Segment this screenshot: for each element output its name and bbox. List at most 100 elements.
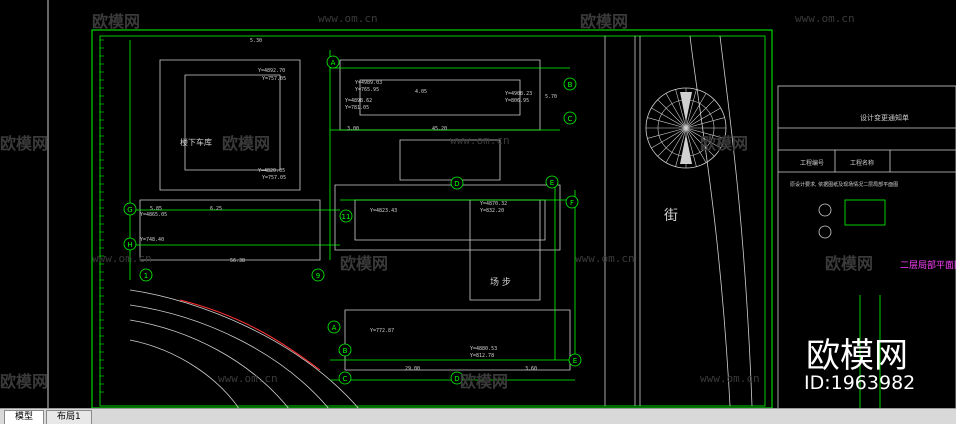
street-label: 街 — [664, 208, 678, 224]
rose-spoke — [657, 99, 687, 129]
dimension-text: 4.05 — [415, 89, 427, 95]
coordinate-annotations: Y=4892.70Y=757.05 Y=4989.03Y=765.95Y=4898… — [140, 68, 532, 359]
grid-axis-label: F — [570, 199, 574, 207]
north-arrow-rose — [645, 87, 727, 169]
rose-spoke — [675, 127, 687, 167]
rose-spoke — [685, 127, 721, 149]
grid-axis-circle — [563, 77, 577, 91]
grid-axis-label: 9 — [316, 272, 320, 280]
panel-title: 设计变更通知单 — [860, 113, 909, 122]
grid-axis-circle — [450, 371, 464, 385]
grid-axis-label: B — [343, 347, 348, 355]
coordinate-text: Y=4823.43 — [370, 208, 397, 214]
watermark-url: www.om.cn — [218, 372, 278, 385]
watermark-url: www.om.cn — [92, 252, 152, 265]
rose-spoke — [665, 127, 687, 163]
watermark-brand: 欧模网 — [0, 372, 49, 391]
layout-tab-bar: 模型 布局1 — [0, 408, 956, 424]
watermark-brand: 欧模网 — [460, 372, 509, 391]
dimension-annotations: 5.30 5.85 6.25 4.05 3.00 5.70 45.20 56.38 29.00 3… — [150, 38, 557, 372]
coordinate-text: Y=4908.23 — [505, 91, 532, 97]
frame-ticks — [100, 39, 104, 393]
coordinate-text: Y=4870.32 — [480, 201, 507, 207]
road-curves — [129, 289, 361, 411]
grid-axis-circle — [326, 55, 340, 69]
grid-axis-circle — [311, 268, 325, 282]
rose-spoke — [685, 127, 715, 157]
rose-spoke — [685, 99, 715, 129]
grid-axis-label: B — [568, 81, 573, 89]
watermark-brand: 欧模网 — [580, 12, 629, 31]
rose-spoke — [665, 93, 687, 129]
panel-note-1: 原设计要求, 依据图纸及现场情况二层局部平面图 — [790, 181, 898, 188]
rose-spoke — [647, 127, 687, 139]
grid-axis-label: A — [331, 59, 336, 67]
coordinate-text: Y=772.87 — [370, 328, 394, 334]
grid-axis-circle — [327, 320, 341, 334]
rose-spoke — [647, 117, 687, 129]
brand-id-label: ID:1963982 — [804, 372, 916, 394]
dimension-text: 5.70 — [545, 94, 557, 100]
grid-axis-label: E — [550, 179, 554, 187]
grid-axis-circle — [545, 175, 559, 189]
coordinate-text: Y=757.05 — [262, 175, 286, 181]
dimension-text: 29.00 — [405, 366, 420, 372]
red-survey-line — [179, 299, 321, 371]
coordinate-text: Y=4865.05 — [140, 212, 167, 218]
grid-axis-label: 1 — [144, 272, 148, 280]
dimension-text: 5.30 — [250, 38, 262, 44]
rose-spoke — [685, 127, 697, 167]
grid-axis-label: D — [454, 375, 459, 383]
coordinate-text: Y=812.78 — [470, 353, 494, 359]
watermark-brand: 欧模网 — [0, 134, 49, 153]
panel-row-1: 工程编号 — [800, 159, 824, 167]
rose-spoke — [685, 89, 697, 129]
building-topleft — [139, 59, 321, 261]
dimension-text: 56.38 — [230, 258, 245, 264]
brand-logo-large: 欧模网 — [806, 336, 908, 376]
dimension-text: 45.20 — [432, 126, 447, 132]
watermark-brand: 欧模网 — [700, 134, 749, 153]
dimension-text: 3.00 — [347, 126, 359, 132]
tab-layout1[interactable]: 布局1 — [46, 410, 92, 424]
dimension-text: 3.60 — [525, 366, 537, 372]
grid-axis-circle — [563, 111, 577, 125]
grid-axis-label: C — [343, 375, 348, 383]
grid-axis-label: C — [568, 115, 573, 123]
watermark-brand: 欧模网 — [340, 254, 389, 273]
coordinate-text: Y=765.95 — [355, 87, 379, 93]
coordinate-text: Y=4880.53 — [470, 346, 497, 352]
tab-model[interactable]: 模型 — [4, 410, 45, 424]
coordinate-text: Y=4898.62 — [345, 98, 372, 104]
panel-row-2: 工程名称 — [850, 159, 874, 167]
watermark-url: www.om.cn — [575, 252, 635, 265]
rose-spoke — [685, 127, 725, 139]
dimension-text: 5.85 — [150, 206, 162, 212]
watermark-brand: 欧模网 — [222, 134, 271, 153]
grid-axis-circle — [568, 353, 582, 367]
dimension-text: 6.25 — [210, 206, 222, 212]
grid-axis-circle — [338, 343, 352, 357]
watermark-url: www.om.cn — [318, 12, 378, 25]
rose-spoke — [657, 127, 687, 157]
change-notice-panel — [777, 85, 956, 411]
grid-axis-circle — [139, 268, 153, 282]
grid-axis-circle — [338, 371, 352, 385]
grid-axis-circle — [123, 202, 137, 216]
coordinate-text: Y=4989.03 — [355, 80, 382, 86]
grid-axis-label: A — [332, 324, 337, 332]
watermark-brand: 欧模网 — [825, 254, 874, 273]
coordinate-text: Y=4892.70 — [258, 68, 285, 74]
rose-spoke — [651, 107, 687, 129]
grid-axis-label: H — [127, 241, 132, 249]
grid-axis-circle — [450, 176, 464, 190]
rose-spoke — [685, 107, 721, 129]
rose-spoke — [685, 117, 725, 129]
buildings-mid — [334, 59, 571, 371]
grid-axis-circle — [339, 209, 353, 223]
watermark-brand: 欧模网 — [92, 12, 141, 31]
grid-axis-circle — [123, 237, 137, 251]
